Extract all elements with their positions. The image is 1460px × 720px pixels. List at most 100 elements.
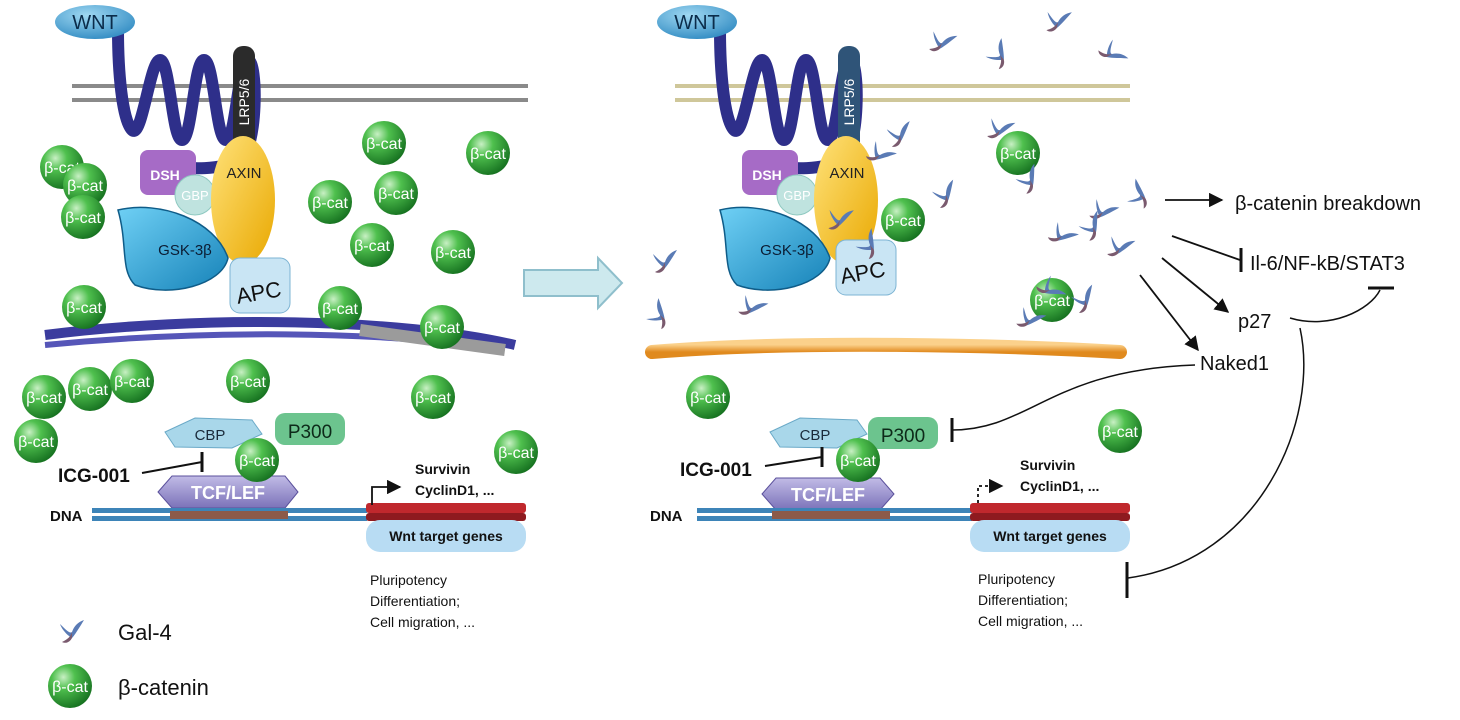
wnt-target-box [366,520,526,552]
gal4-icon-9 [1107,236,1136,257]
gsk-label: GSK-3β [158,242,212,259]
p300-protein-r [868,417,938,449]
lrp-label-r: LRP5/6 [841,78,857,125]
gal4-icon-5 [1089,199,1120,219]
right-panel: LRP5/6 WNT DSH GBP AXIN GSK-3β APC CBP P… [645,5,1421,629]
transcription-arrow [371,479,402,505]
wnt-label-r: WNT [674,12,720,34]
naked-arrow [1139,274,1199,352]
p27-stat3-line [1289,289,1381,323]
gal4-icon-20 [855,228,875,260]
bcat-left-5-label: β-cat [312,195,348,212]
p300-protein [275,413,345,445]
bcat-left-6 [374,171,418,215]
outcome-pluripotency-r: Pluripotency [978,571,1055,587]
wnt-target-label-r: Wnt target genes [993,528,1107,544]
dna-gene-top [366,503,526,513]
transition-arrow-icon [523,255,624,311]
il6-label: Il-6/NF-kB/STAT3 [1250,253,1405,275]
bcat-right-4 [1098,409,1142,453]
naked-label: Naked1 [1200,353,1269,375]
legend: Gal-4 β-cat β-catenin [48,620,209,708]
lrp-receptor-r [838,46,860,156]
gal4-icon-0 [929,31,958,52]
outcome-migration-r: Cell migration, ... [978,613,1083,629]
survivin-label-r: Survivin [1020,457,1075,473]
bcat-right-2-label: β-cat [1034,293,1070,310]
gal4-icon-4 [931,179,954,208]
bcat-left-10-label: β-cat [322,301,358,318]
bcat-left-14-label: β-cat [114,374,150,391]
bcat-left-13-label: β-cat [72,382,108,399]
cbp-label-r: CBP [800,427,831,444]
bcat-right-1 [881,198,925,242]
legend-bcat-label: β-catenin [118,675,209,700]
dsh-label-r: DSH [752,167,782,183]
p27-arrow [1161,257,1230,313]
gal4-icon-15 [987,118,1016,139]
icg-label-r: ICG-001 [680,460,752,481]
gal4-icon-14 [865,141,897,161]
bcat-right-0 [996,131,1040,175]
bcat-left-12-label: β-cat [26,390,62,407]
bcat-left-12 [22,375,66,419]
bcat-left-6-label: β-cat [378,186,414,203]
gal4-icon-7 [1047,222,1079,242]
outcome-migration: Cell migration, ... [370,614,475,630]
p300-label-r: P300 [881,426,925,447]
bcat-right-3 [686,375,730,419]
lrp-receptor [233,46,255,156]
cytoskeleton-blue [44,317,517,350]
bcat-left-8 [431,230,475,274]
dsh-label: DSH [150,167,180,183]
bcat-right-1-label: β-cat [885,213,921,230]
gal4-icon-16 [1015,163,1035,194]
legend-gal4-icon [60,620,84,643]
legend-bcat-ball-label: β-cat [52,679,88,696]
p27-outcome-line [1127,327,1305,579]
bcat-left-2 [61,195,105,239]
bcat-left-15-label: β-cat [230,374,266,391]
cyclin-label-r: CyclinD1, ... [1020,478,1099,494]
gal4-icon-2 [1046,12,1072,32]
bcat-left-4 [466,131,510,175]
gal4-icon-21 [828,210,854,230]
transcription-arrow-r [977,478,1004,503]
bcat-right-5 [836,438,880,482]
legend-bcat-icon: β-cat [48,664,92,708]
breakdown-label: β-catenin breakdown [1235,193,1421,215]
gal4-group [646,12,1147,330]
bcat-left-9 [62,285,106,329]
gsk-protein-r [719,206,831,291]
gal4-icon-12 [738,295,769,315]
outcome-pluripotency: Pluripotency [370,572,447,588]
tcf-label-r: TCF/LEF [791,485,865,505]
bcat-left-7 [350,223,394,267]
bcat-right-5-label: β-cat [840,453,876,470]
dna-r-strand-top [697,508,972,513]
bcat-left-11 [420,305,464,349]
cyclin-label: CyclinD1, ... [415,482,494,498]
outcome-differentiation: Differentiation; [370,593,460,609]
cbp-protein-r [769,417,868,449]
bcat-left-10 [318,286,362,330]
survivin-label: Survivin [415,461,470,477]
gal4-icon-19 [1016,307,1047,327]
left-bcat-group: β-cat β-cat β-cat β-cat β-cat β-cat β-cat β-cat… [14,121,538,482]
bcat-left-3 [362,121,406,165]
bcat-right-3-label: β-cat [690,390,726,407]
dna-binding-site [170,511,288,519]
dna-label-r: DNA [650,508,683,525]
bcat-left-1 [63,163,107,207]
bcat-left-16-label: β-cat [415,390,451,407]
legend-gal4-glyph-icon [60,620,84,643]
icg-inhibit-line [141,461,203,474]
left-panel: LRP5/6 WNT DSH GBP AXIN GSK-3β APC CBP P… [14,5,538,630]
dna-gene-bottom [366,513,526,521]
wnt-target-box-r [970,520,1130,552]
bcat-left-19 [494,430,538,474]
dna-r-binding-site [772,511,890,519]
bcat-left-8-label: β-cat [435,245,471,262]
gal4-icon-8 [1078,210,1098,241]
wnt-target-label: Wnt target genes [389,528,503,544]
